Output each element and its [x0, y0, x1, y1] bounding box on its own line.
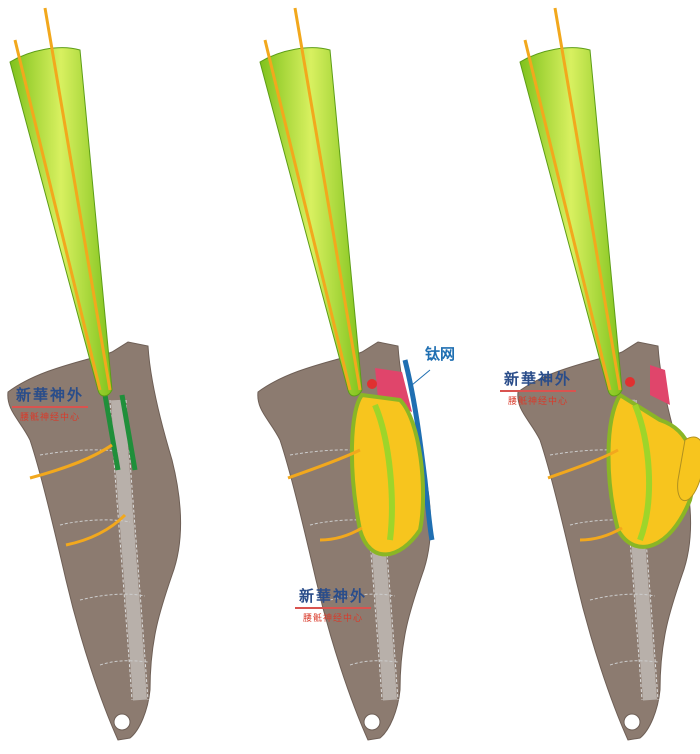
watermark: 新華神外 腰骶神经中心 — [295, 585, 372, 624]
watermark-subtitle: 腰骶神经中心 — [303, 614, 364, 624]
watermark-title: 新華神外 — [500, 368, 577, 392]
panel-1 — [8, 6, 181, 740]
red-marker — [367, 379, 377, 389]
watermark: 新華神外 腰骶神经中心 — [500, 368, 577, 407]
watermark-title: 新華神外 — [295, 585, 372, 609]
nerve-root — [29, 443, 127, 547]
red-marker — [625, 377, 635, 387]
panel-3 — [518, 6, 700, 740]
nerve-root — [287, 448, 363, 542]
label-leader-line — [411, 369, 431, 386]
titanium-mesh-label: 钛网 — [425, 345, 456, 363]
watermark-title: 新華神外 — [12, 384, 89, 408]
endoscope — [258, 6, 364, 398]
nerve-sheath — [632, 403, 653, 542]
panel-2 — [258, 6, 432, 740]
nerve-sheath — [372, 403, 395, 541]
pink-tissue — [650, 365, 670, 405]
watermark: 新華神外 腰骶神经中心 — [12, 384, 89, 423]
endoscope — [8, 6, 114, 398]
endoscope — [518, 6, 624, 398]
nerve-root — [547, 448, 623, 542]
watermark-subtitle: 腰骶神经中心 — [20, 413, 81, 423]
dura-line — [102, 394, 138, 471]
watermark-subtitle: 腰骶神经中心 — [508, 397, 569, 407]
